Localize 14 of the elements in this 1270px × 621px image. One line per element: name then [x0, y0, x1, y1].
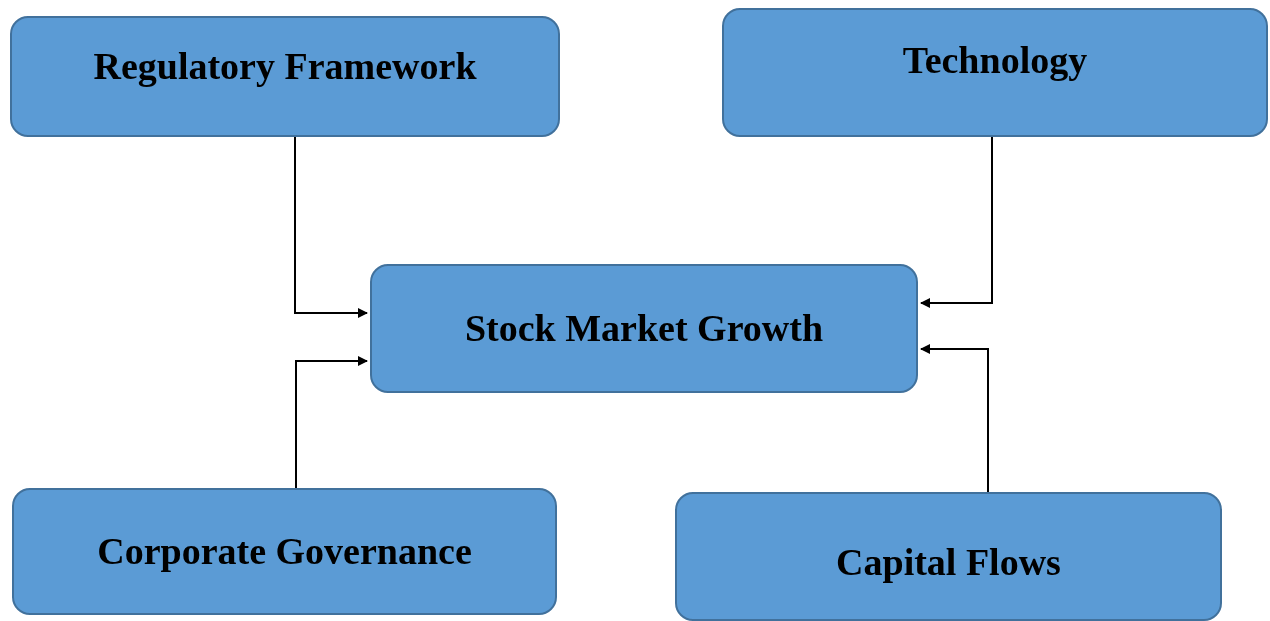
process-box	[370, 264, 918, 393]
arrow	[920, 136, 993, 308]
arrow	[295, 356, 368, 489]
process-box	[722, 8, 1268, 137]
box-label: Stock Market Growth	[464, 305, 824, 351]
box-label: Capital Flows	[836, 539, 1061, 585]
process-box	[10, 16, 560, 137]
arrow	[920, 344, 989, 493]
box-label: Technology	[902, 37, 1088, 83]
process-box	[12, 488, 557, 615]
process-box	[675, 492, 1222, 621]
arrow	[294, 136, 368, 318]
box-label: Corporate Governance	[97, 528, 472, 574]
box-label: Regulatory Framework	[93, 43, 477, 89]
